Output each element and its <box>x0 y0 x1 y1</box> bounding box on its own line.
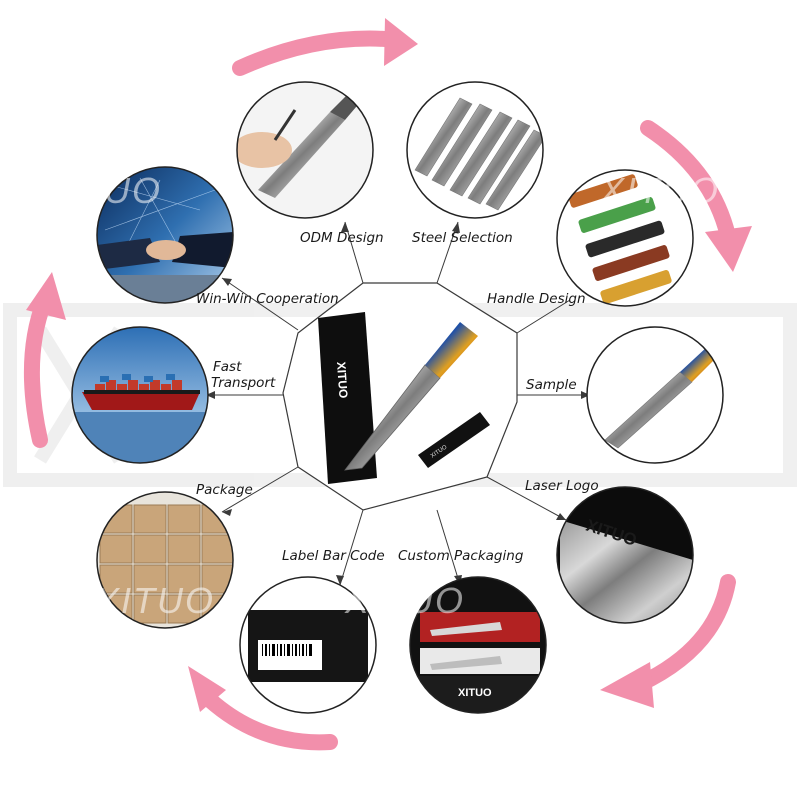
arrow-top-right <box>640 120 752 272</box>
stage-fast-transport: Fast Transport <box>71 326 276 464</box>
laser-logo-photo: XITUO <box>557 487 693 623</box>
stage-label-handle-design: Handle Design <box>487 291 586 307</box>
watermark-1: XITUO <box>41 170 162 211</box>
arrow-bottom-right <box>600 574 736 708</box>
knife-sheath <box>418 412 490 468</box>
stage-label-laser-logo: Laser Logo <box>525 478 599 494</box>
stage-label-odm-design: ODM Design <box>300 230 384 246</box>
arrow-top <box>232 18 418 76</box>
arrow-bottom-left <box>188 666 338 751</box>
label-bar-code-photo <box>240 577 376 713</box>
stage-label-steel-selection: Steel Selection <box>412 230 513 246</box>
custom-packaging-logo: XITUO <box>458 687 492 699</box>
watermark-2: XITUO <box>599 170 720 211</box>
watermark-3: XITUO <box>94 580 215 621</box>
watermarks: XITUO XITUO XITUO XITUO <box>41 170 720 621</box>
watermark-4: XITUO <box>344 580 465 621</box>
stage-win-win-cooperation: Win-Win Cooperation <box>96 166 339 307</box>
box-logo: XITUO <box>334 361 351 399</box>
handle-design-photo <box>557 170 693 306</box>
odm-design-photo <box>237 82 373 218</box>
center-product: XITUO XITUO <box>318 312 490 484</box>
stage-label-fast-transport-line1: Fast <box>213 359 242 375</box>
stage-sample: Sample <box>526 326 724 464</box>
sample-photo <box>587 327 723 463</box>
center-octagon <box>282 282 518 511</box>
connector-lines <box>206 221 590 586</box>
center-knife-handle <box>425 322 478 378</box>
stage-label-sample: Sample <box>526 377 577 393</box>
stage-label-bar-code: Label Bar Code <box>239 548 385 714</box>
stage-label-custom-packaging: Custom Packaging <box>398 548 524 564</box>
stage-odm-design: ODM Design <box>236 81 384 246</box>
arrow-left <box>23 272 66 448</box>
knife-box <box>318 312 377 484</box>
stage-laser-logo: XITUO Laser Logo <box>525 478 694 624</box>
stage-label-label-bar-code: Label Bar Code <box>282 548 385 564</box>
custom-packaging-photo: XITUO <box>410 577 546 713</box>
stage-steel-selection: Steel Selection <box>406 81 544 246</box>
stage-label-win-win-cooperation: Win-Win Cooperation <box>196 291 339 307</box>
stage-custom-packaging: XITUO Custom Packaging <box>398 548 547 714</box>
steel-selection-photo <box>407 82 543 218</box>
cycle-arrows <box>23 18 752 751</box>
stage-label-fast-transport-line2: Transport <box>211 375 276 391</box>
stage-label-package: Package <box>196 482 253 498</box>
stage-handle-design: Handle Design <box>487 169 694 307</box>
fast-transport-photo <box>72 327 208 463</box>
